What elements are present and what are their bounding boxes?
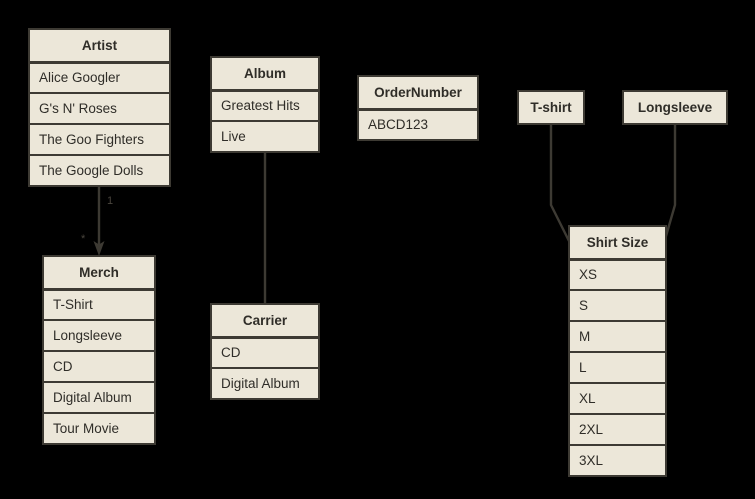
list-item[interactable]: Digital Album [44, 381, 154, 412]
list-item[interactable]: 2XL [570, 413, 665, 444]
list-item[interactable]: ABCD123 [359, 108, 477, 139]
entity-shirtsize-header: Shirt Size [570, 227, 665, 258]
list-item[interactable]: Live [212, 120, 318, 151]
list-item[interactable]: G's N' Roses [30, 92, 169, 123]
list-item[interactable]: M [570, 320, 665, 351]
list-item[interactable]: Digital Album [212, 367, 318, 398]
connector-artist-to-merch: 1 * [81, 184, 113, 256]
entity-shirtsize[interactable]: Shirt Size XS S M L XL 2XL 3XL [568, 225, 667, 477]
list-item[interactable]: XL [570, 382, 665, 413]
list-item[interactable]: Tour Movie [44, 412, 154, 443]
list-item[interactable]: T-Shirt [44, 288, 154, 319]
list-item[interactable]: L [570, 351, 665, 382]
list-item[interactable]: 3XL [570, 444, 665, 475]
list-item[interactable]: XS [570, 258, 665, 289]
entity-album[interactable]: Album Greatest Hits Live [210, 56, 320, 153]
entity-longsleeve[interactable]: Longsleeve [622, 90, 728, 125]
entity-artist-header: Artist [30, 30, 169, 61]
connector-artist-to-merch-source-multiplicity: 1 [107, 195, 113, 207]
entity-merch[interactable]: Merch T-Shirt Longsleeve CD Digital Albu… [42, 255, 156, 445]
entity-carrier[interactable]: Carrier CD Digital Album [210, 303, 320, 400]
connector-artist-to-merch-target-multiplicity: * [81, 233, 86, 245]
entity-ordernumber-header: OrderNumber [359, 77, 477, 108]
entity-tshirt[interactable]: T-shirt [517, 90, 585, 125]
entity-album-header: Album [212, 58, 318, 89]
connector-artist-to-merch-arrowhead [93, 241, 105, 256]
list-item[interactable]: CD [44, 350, 154, 381]
list-item[interactable]: Alice Googler [30, 61, 169, 92]
list-item[interactable]: Longsleeve [44, 319, 154, 350]
list-item[interactable]: Greatest Hits [212, 89, 318, 120]
list-item[interactable]: S [570, 289, 665, 320]
list-item[interactable]: The Goo Fighters [30, 123, 169, 154]
entity-longsleeve-header: Longsleeve [624, 92, 726, 123]
list-item[interactable]: The Google Dolls [30, 154, 169, 185]
entity-tshirt-header: T-shirt [519, 92, 583, 123]
entity-artist[interactable]: Artist Alice Googler G's N' Roses The Go… [28, 28, 171, 187]
list-item[interactable]: CD [212, 336, 318, 367]
entity-merch-header: Merch [44, 257, 154, 288]
entity-carrier-header: Carrier [212, 305, 318, 336]
entity-ordernumber[interactable]: OrderNumber ABCD123 [357, 75, 479, 141]
